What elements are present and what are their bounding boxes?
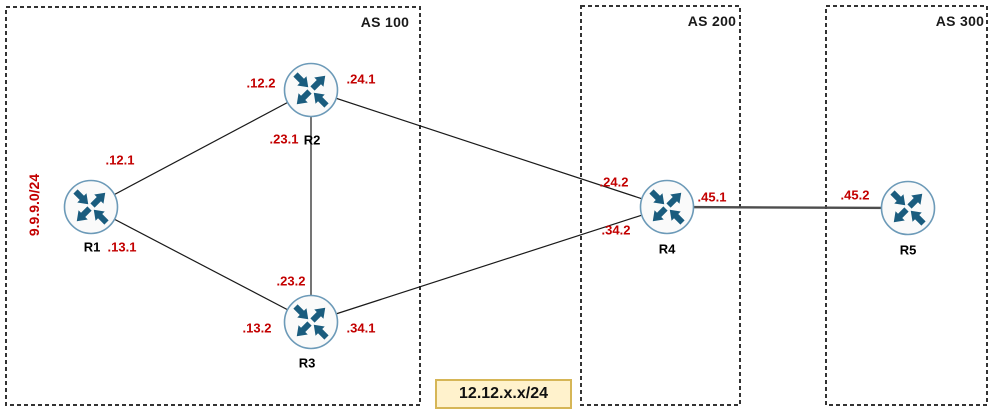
link-r1-r3 [90,206,312,323]
as300-boundary-box [825,5,988,406]
router-r3-icon [283,294,339,350]
router-r5-label: R5 [899,242,917,258]
as100-boundary-box [5,6,421,406]
as300-label: AS 300 [935,13,985,29]
link-r1-r2 [90,89,312,208]
iface-label-45-2: .45.2 [840,187,870,203]
iface-label-12-1: .12.1 [105,152,135,168]
iface-label-13-1: .13.1 [107,239,137,255]
router-r1-icon [63,179,119,235]
iface-label-34-1: .34.1 [346,320,376,336]
link-r3-r4 [310,206,668,323]
router-r2-icon [283,62,339,118]
router-r3-label: R3 [298,355,316,371]
as100-label: AS 100 [360,14,410,30]
link-r2-r4 [310,89,668,208]
router-r5-icon [880,180,936,236]
router-r4-label: R4 [658,241,676,257]
as200-label: AS 200 [687,13,737,29]
network-9990-label: 9.9.9.0/24 [26,173,42,237]
router-r4-icon [639,179,695,235]
iface-label-24-1: .24.1 [346,71,376,87]
router-r1-label: R1 [83,239,101,255]
iface-label-23-2: .23.2 [276,273,306,289]
iface-label-13-2: .13.2 [242,320,272,336]
link-r4-r5 [666,205,909,210]
iface-label-24-2: .24.2 [599,174,629,190]
iface-label-45-1: .45.1 [697,189,727,205]
iface-label-34-2: .34.2 [601,222,631,238]
subnet-note-box: 12.12.x.x/24 [435,379,572,409]
router-r2-label: R2 [303,132,321,148]
as200-boundary-box [580,5,741,406]
iface-label-12-2: .12.2 [246,75,276,91]
subnet-note-text: 12.12.x.x/24 [459,385,548,402]
iface-label-23-1: .23.1 [269,131,299,147]
